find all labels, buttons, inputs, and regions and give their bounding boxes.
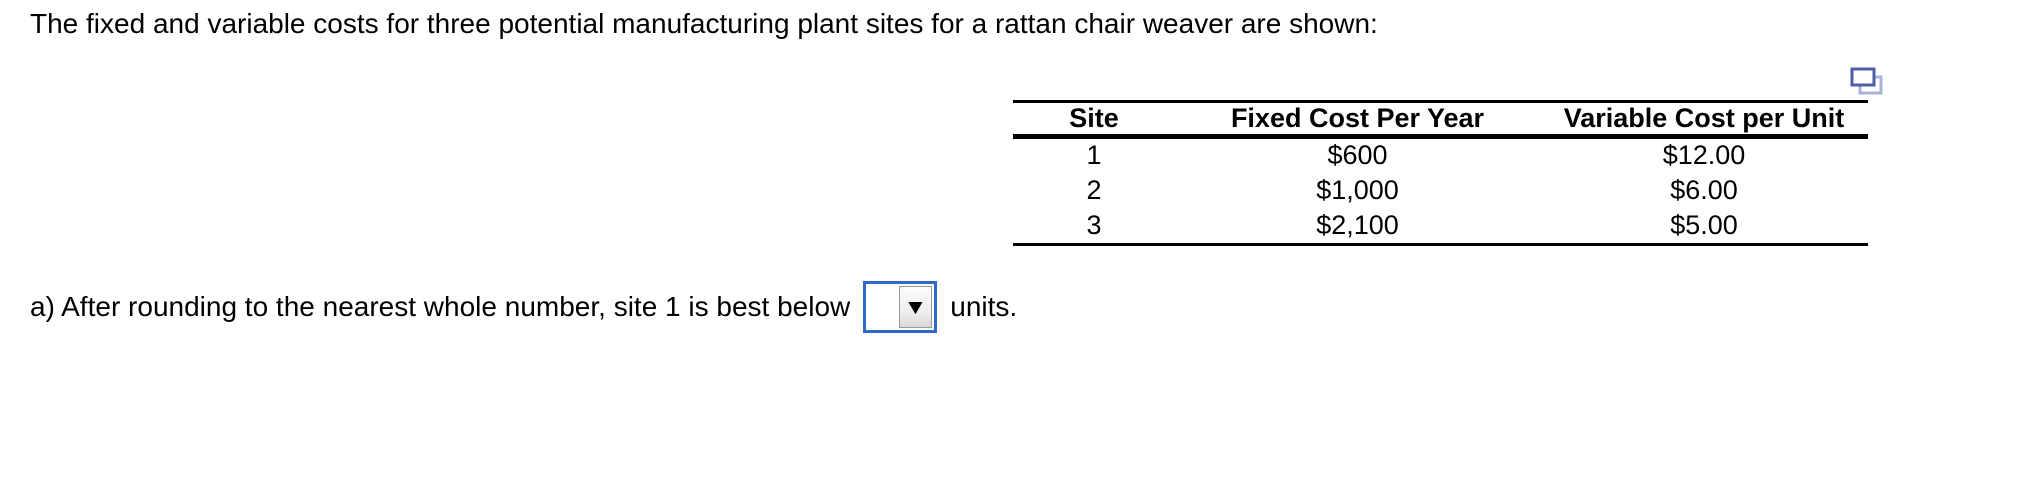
cell-site: 1: [1086, 140, 1102, 171]
table-row: 1 $600 $12.00: [1013, 137, 1868, 173]
chevron-down-icon: ▼: [903, 295, 928, 319]
cell-fixed-cost: $1,000: [1316, 175, 1399, 205]
popout-icon-svg: [1850, 67, 1883, 95]
answer-dropdown-button[interactable]: ▼: [899, 286, 933, 328]
cell-variable-cost: $12.00: [1662, 140, 1746, 171]
cell-site: 2: [1086, 175, 1102, 205]
table-row: 2 $1,000 $6.00: [1013, 173, 1868, 209]
question-suffix-text: units.: [950, 291, 1018, 322]
table-row: 3 $2,100 $5.00: [1013, 209, 1868, 245]
cost-table: Site Fixed Cost Per Year Variable Cost p…: [1013, 100, 1868, 246]
cell-fixed-cost: $600: [1327, 140, 1388, 171]
cell-variable-cost: $6.00: [1670, 175, 1738, 205]
question-intro-text: The fixed and variable costs for three p…: [30, 8, 1378, 39]
cell-site: 3: [1086, 210, 1102, 241]
popout-icon[interactable]: [1849, 66, 1885, 100]
answer-dropdown[interactable]: ▼: [863, 281, 938, 333]
header-variable-cost: Variable Cost per Unit: [1563, 103, 1845, 133]
cost-table-header-row: Site Fixed Cost Per Year Variable Cost p…: [1013, 102, 1868, 137]
header-site: Site: [1069, 103, 1119, 133]
cell-fixed-cost: $2,100: [1316, 210, 1399, 241]
question-part-a: a) After rounding to the nearest whole n…: [30, 281, 1017, 333]
question-prefix-text: a) After rounding to the nearest whole n…: [30, 291, 851, 322]
header-fixed-cost: Fixed Cost Per Year: [1230, 103, 1485, 133]
cost-table-container: Site Fixed Cost Per Year Variable Cost p…: [1013, 100, 1868, 246]
cell-variable-cost: $5.00: [1670, 210, 1738, 241]
